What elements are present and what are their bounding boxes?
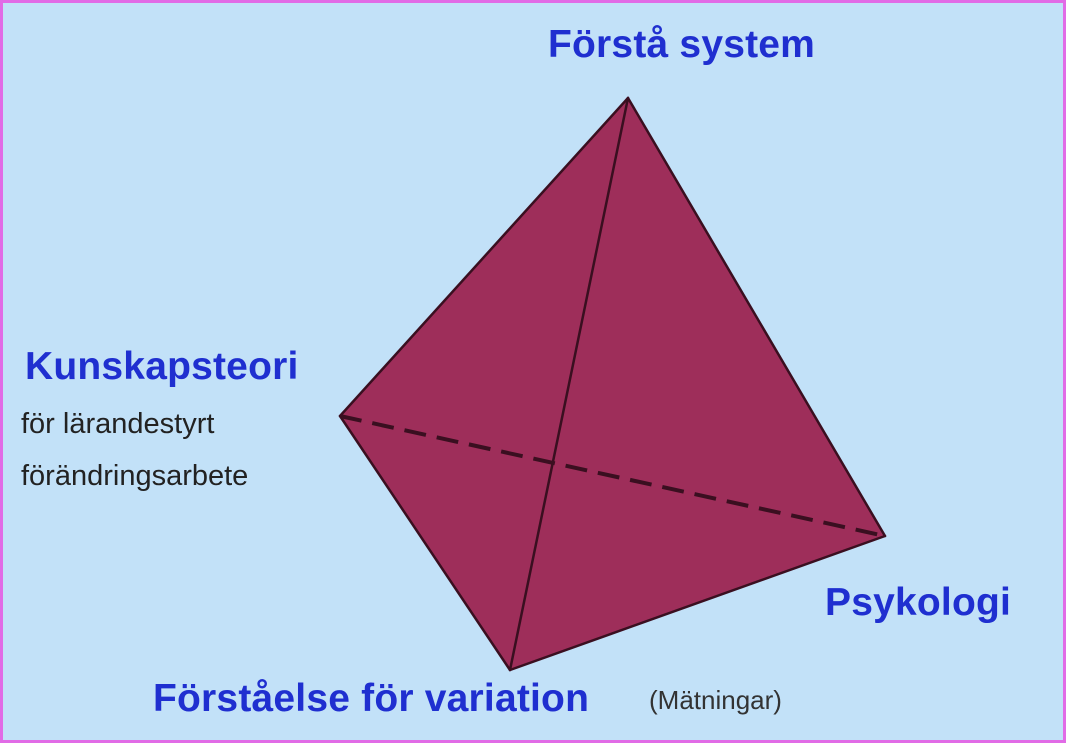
vertex-label-top: Förstå system: [548, 23, 816, 66]
vertex-label-bottom: Förståelse för variation: [153, 677, 590, 720]
vertex-label-left: Kunskapsteori: [25, 345, 299, 388]
vertex-sublabel-left-line2: förändringsarbete: [21, 460, 249, 492]
vertex-note-bottom: (Mätningar): [649, 685, 782, 715]
hidden-edge-left-right: [339, 414, 886, 538]
edge-top-right: [626, 96, 887, 538]
vertex-sublabel-left-line1: för lärandestyrt: [21, 408, 215, 440]
edge-bottom-right: [508, 534, 887, 672]
edge-top-bottom: [508, 96, 630, 672]
edge-left-bottom: [338, 414, 512, 672]
tetrahedron-figure: [338, 96, 887, 672]
edge-top-left: [338, 96, 630, 418]
vertex-label-right: Psykologi: [825, 581, 1012, 624]
